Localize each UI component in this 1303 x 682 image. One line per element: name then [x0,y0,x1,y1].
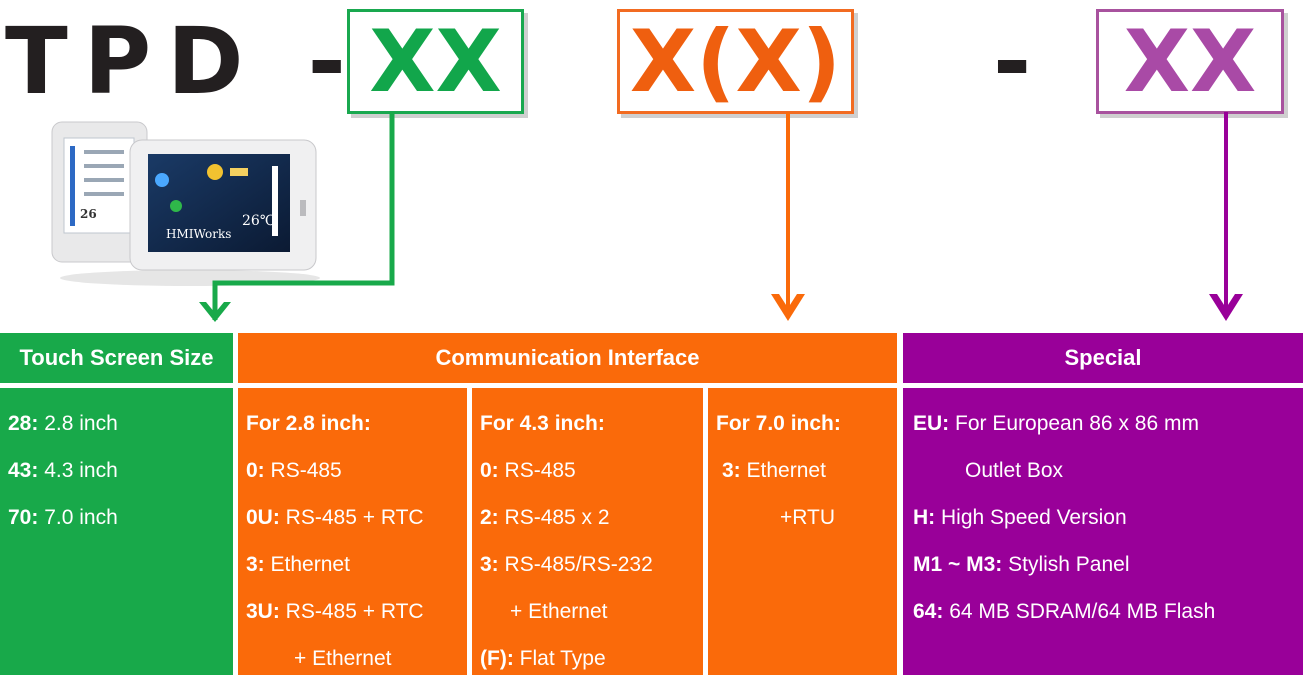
interface-option: 0U: RS-485 + RTC [246,506,424,529]
model-dash: - [993,8,1032,115]
special-option: EU: For European 86 x 86 mm [913,412,1199,435]
interface-heading: For 2.8 inch: [246,412,371,435]
arrow-special-icon [1209,294,1243,321]
interface-option: 3U: RS-485 + RTC [246,600,424,623]
size-option: 43: 4.3 inch [8,459,118,482]
device-large-reading: 26℃ [242,213,275,229]
special-option: M1 ~ M3: Stylish Panel [913,553,1130,576]
interface-options-2-8: For 2.8 inch: 0: RS-485 0U: RS-485 + RTC… [238,388,467,675]
special-option-continued: Outlet Box [965,459,1064,482]
special-options: EU: For European 86 x 86 mm Outlet Box H… [903,388,1303,675]
header-communication-interface: Communication Interface [238,333,897,383]
interface-option: 3: Ethernet [246,553,350,576]
interface-options-4-3: For 4.3 inch: 0: RS-485 2: RS-485 x 2 3:… [472,388,703,675]
interface-option-continued: + Ethernet [510,600,608,623]
interface-option: (F): Flat Type [480,647,606,670]
arrow-interface-icon [771,294,805,321]
interface-option: 3: RS-485/RS-232 [480,553,653,576]
special-option: 64: 64 MB SDRAM/64 MB Flash [913,600,1216,623]
segment-size-box: XX [347,9,524,114]
interface-options-7-0: For 7.0 inch: 3: Ethernet +RTU [708,388,897,675]
device-brand: HMIWorks [166,227,231,241]
header-touch-screen-size: Touch Screen Size [0,333,233,383]
interface-option: 2: RS-485 x 2 [480,506,610,529]
interface-option: 3: Ethernet [722,459,826,482]
special-option: H: High Speed Version [913,506,1127,529]
interface-option-continued: + Ethernet [294,647,392,670]
connector-size [212,112,395,320]
interface-option-continued: +RTU [780,506,836,529]
model-prefix: TPD - [5,8,362,115]
touch-panel-device-image: 26 26℃ HMIWorks [51,121,320,286]
interface-option: 0: RS-485 [246,459,342,482]
interface-option: 0: RS-485 [480,459,576,482]
size-option: 28: 2.8 inch [8,412,118,435]
size-options: 28: 2.8 inch 43: 4.3 inch 70: 7.0 inch [0,388,233,675]
segment-special-box: XX [1096,9,1284,114]
segment-interface-box: X(X) [617,9,854,114]
arrow-size-icon [199,302,231,322]
header-special: Special [903,333,1303,383]
interface-heading: For 4.3 inch: [480,412,605,435]
device-small-reading: 26 [80,207,97,221]
size-option: 70: 7.0 inch [8,506,118,529]
interface-heading: For 7.0 inch: [716,412,841,435]
